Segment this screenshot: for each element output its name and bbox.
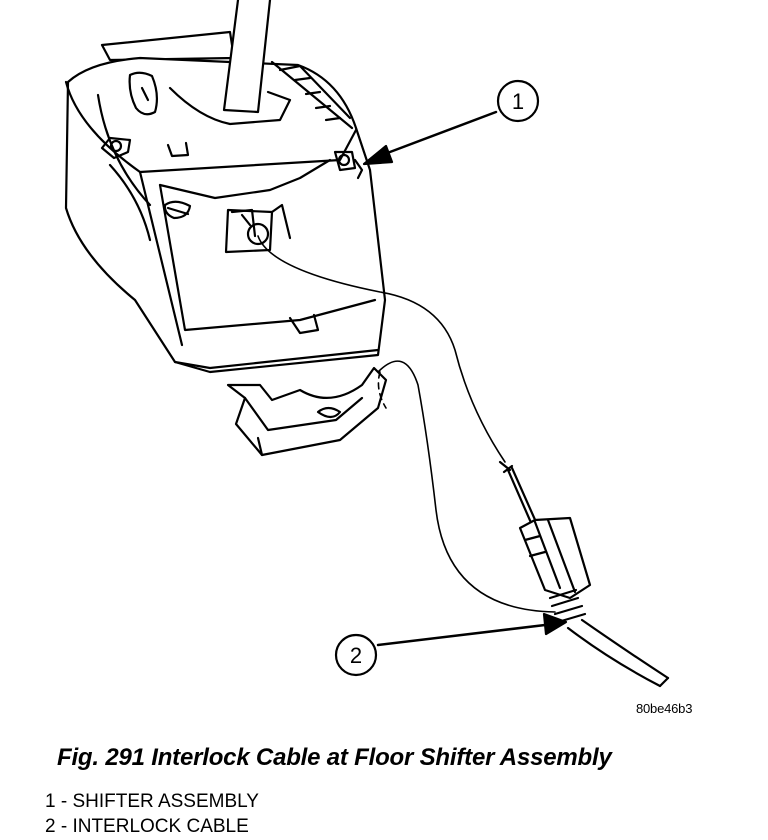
mounting-bracket: [226, 366, 388, 457]
legend-item: 2 - INTERLOCK CABLE: [45, 816, 249, 837]
shifter-diagram: 1 2: [64, 0, 670, 688]
callout-1-number: 1: [512, 89, 524, 114]
callout-1: [362, 79, 540, 166]
callout-2: [334, 612, 568, 677]
shift-lever: [168, 0, 354, 130]
figure-code: 80be46b3: [636, 701, 693, 716]
legend: 1 - SHIFTER ASSEMBLY 2 - INTERLOCK CABLE: [45, 789, 259, 839]
interlock-cable: [257, 235, 670, 688]
figure-caption: Fig. 291 Interlock Cable at Floor Shifte…: [57, 744, 612, 771]
legend-item: 1 - SHIFTER ASSEMBLY: [45, 791, 259, 812]
callout-2-number: 2: [350, 643, 362, 668]
shifter-assembly: [64, 30, 387, 374]
